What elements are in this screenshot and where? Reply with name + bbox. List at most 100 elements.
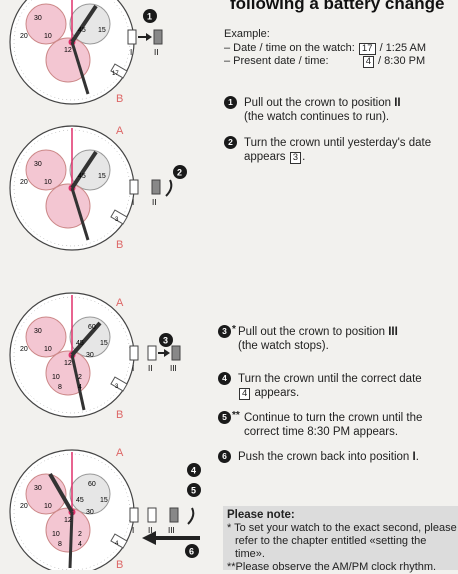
dial-label: 12 (64, 517, 72, 524)
step-number: 4 (218, 372, 231, 385)
dial-label: 10 (44, 503, 52, 510)
step-text-after: appears. (251, 387, 300, 399)
step-6: 6 Push the crown back into position I. (218, 450, 453, 464)
note-item: * To set your watch to the exact second,… (227, 522, 457, 560)
date-box: 4 (239, 388, 251, 400)
crown-diagram-1: I II (127, 29, 163, 57)
dial-label: 30 (34, 328, 42, 335)
dial-label: 10 (44, 33, 52, 40)
label-b: B (116, 239, 123, 251)
step-text: Turn the crown until yesterday's date ap… (244, 137, 432, 163)
dial-label: 4 (78, 541, 82, 548)
date-box: 3 (289, 152, 302, 164)
step-position: III (388, 326, 398, 338)
dial-label: 15 (98, 173, 106, 180)
dial-label: 10 (44, 346, 52, 353)
crown-position-label: III (168, 526, 175, 535)
dial-label: 10 (44, 179, 52, 186)
dial-label: 12 (64, 360, 72, 367)
example-present-label: – Present date / time: (224, 55, 329, 67)
dial-label: 2 (78, 531, 82, 538)
date-box: 4 (362, 56, 374, 68)
dial-label: 45 (76, 497, 84, 504)
crown-position-label: I (132, 198, 134, 207)
dial-label: 45 (76, 340, 84, 347)
svg-text:3: 3 (163, 336, 168, 346)
page-title: following a battery change (230, 0, 445, 13)
dial-label: 30 (86, 352, 94, 359)
svg-text:1: 1 (147, 12, 152, 22)
example-heading: Example: (224, 28, 270, 40)
dial-label: 60 (88, 324, 96, 331)
step-footnote-mark: * (232, 324, 236, 335)
note-box: Please note: * To set your watch to the … (223, 506, 458, 573)
crown-position-label: II (154, 48, 158, 57)
step-1: 1 Pull out the crown to position II (the… (224, 96, 449, 124)
note-item: **Please observe the AM/PM clock rhythm. (227, 561, 437, 573)
dial-label: 20 (20, 503, 28, 510)
dial-label: 45 (78, 27, 86, 34)
step-number: 2 (224, 136, 237, 149)
dial-label: 30 (86, 509, 94, 516)
step-text-after: (the watch stops). (238, 340, 329, 352)
label-b: B (116, 409, 123, 421)
dial-label: 45 (78, 173, 86, 180)
dial-label: 10 (52, 374, 60, 381)
crown-position-label: II (148, 526, 152, 535)
step-text: Continue to turn the crown until the cor… (244, 412, 423, 438)
example-present-row: – Present date / time: 4 / 8:30 PM (224, 55, 426, 69)
step-text: Pull out the crown to position (244, 97, 395, 109)
dial-label: 2 (78, 374, 82, 381)
step-3: 3* Pull out the crown to position III (t… (218, 324, 453, 353)
step-text-after: . (415, 451, 419, 463)
dial-label: 60 (88, 481, 96, 488)
example-present-time: / 8:30 PM (378, 55, 426, 67)
dial-label: 20 (20, 179, 28, 186)
dial-label: 4 (78, 384, 82, 391)
dial-label: 15 (100, 340, 108, 347)
label-a: A (116, 447, 124, 459)
dial-label: 30 (34, 15, 42, 22)
dial-label: 8 (58, 541, 62, 548)
step-number: 1 (224, 96, 237, 109)
date-window: 3 (115, 384, 119, 390)
svg-text:5: 5 (191, 486, 196, 496)
label-b: B (116, 93, 123, 105)
step-text-after: (the watch continues to run). (244, 111, 390, 123)
step-position: I (412, 451, 416, 463)
date-box: 17 (358, 42, 376, 55)
dial-label: 10 (52, 531, 60, 538)
dial-label: 20 (20, 33, 28, 40)
crown-position-label: I (130, 48, 132, 57)
dial-label: 20 (20, 346, 28, 353)
label-b: B (116, 559, 123, 570)
date-window: 17 (112, 71, 119, 77)
example-watch-row: – Date / time on the watch: 17 / 1:25 AM (224, 42, 426, 56)
step-position: II (394, 97, 401, 109)
step-number: 6 (218, 450, 231, 463)
date-window: 4 (115, 541, 119, 547)
step-text: Pull out the crown to position (238, 326, 389, 338)
svg-text:6: 6 (189, 547, 194, 557)
dial-label: 12 (64, 47, 72, 54)
example-watch-time: / 1:25 AM (379, 41, 427, 54)
step-footnote-mark: ** (232, 410, 240, 421)
crown-diagram-3: I II III (129, 345, 181, 373)
crown-position-label: I (132, 364, 134, 373)
svg-text:4: 4 (191, 466, 196, 476)
step-5: 5** Continue to turn the crown until the… (218, 410, 453, 439)
step-text-after: . (302, 151, 306, 163)
dial-label: 8 (58, 384, 62, 391)
step-2: 2 Turn the crown until yesterday's date … (224, 136, 449, 164)
dial-label: 30 (34, 161, 42, 168)
example-block: Example: – Date / time on the watch: 17 … (224, 28, 426, 69)
label-a: A (116, 125, 124, 137)
dial-label: 15 (100, 497, 108, 504)
crown-position-label: I (132, 526, 134, 535)
crown-diagram-2: I II (129, 179, 173, 207)
step-4: 4 Turn the crown until the correct date … (218, 372, 453, 400)
label-a: A (116, 297, 124, 309)
svg-text:2: 2 (177, 168, 182, 178)
crown-diagram-4: I II III (129, 507, 195, 535)
